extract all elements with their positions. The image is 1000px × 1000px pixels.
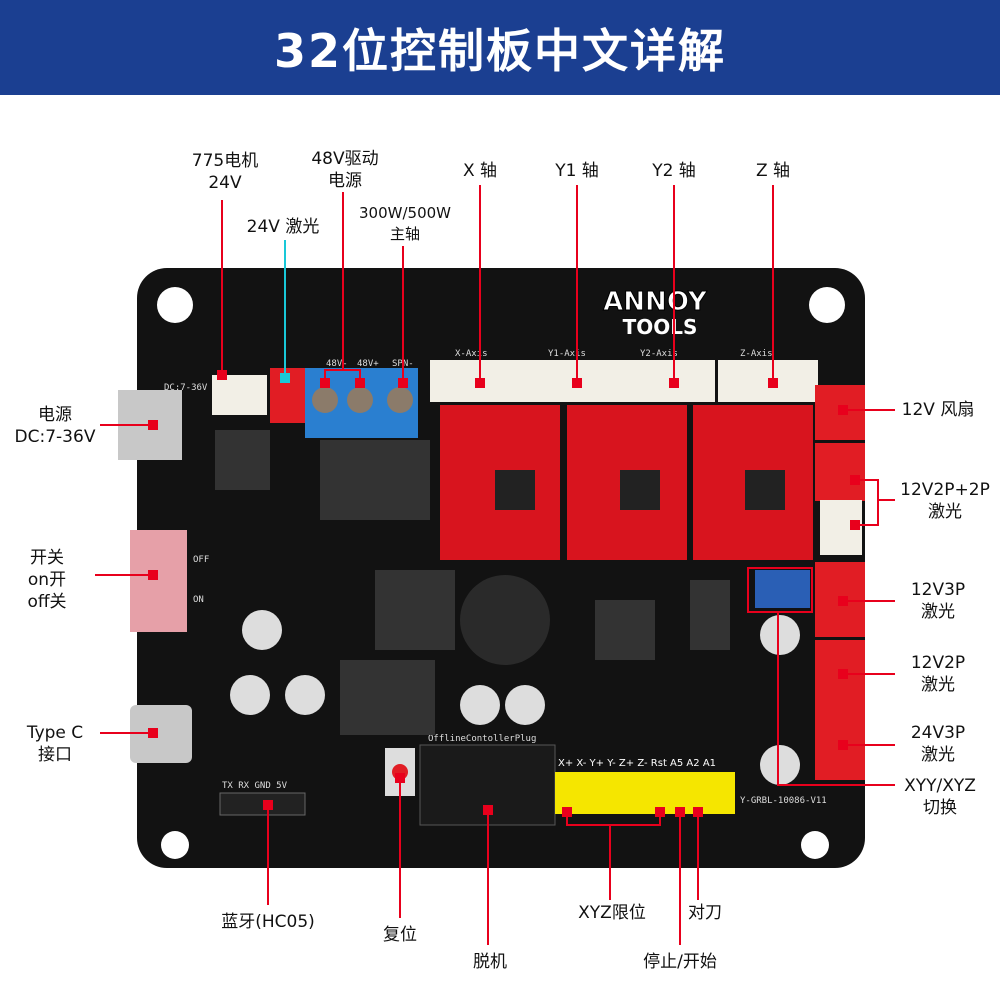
limit-pin-header: [555, 772, 735, 814]
bluetooth-header: [219, 792, 306, 816]
label-bluetooth: 蓝牙(HC05): [221, 912, 315, 932]
svg-text:X-Axis: X-Axis: [455, 349, 488, 359]
header-banner: 32位控制板中文详解: [0, 0, 1000, 95]
svg-text:Y2-Axis: Y2-Axis: [640, 349, 678, 359]
label-offline: 脱机: [473, 952, 507, 972]
laser-callout-dot: [280, 373, 290, 383]
xyy-jumper: [755, 570, 810, 608]
label-y1-axis: Y1 轴: [555, 161, 599, 181]
label-probe: 对刀: [688, 903, 722, 923]
svg-text:Y-GRBL-10086-V11: Y-GRBL-10086-V11: [740, 796, 827, 806]
right-connectors: [815, 385, 865, 780]
label-fan12: 12V 风扇: [901, 400, 975, 420]
svg-text:OFF: OFF: [193, 555, 209, 565]
capacitors: [230, 610, 800, 785]
svg-text:48V+: 48V+: [357, 359, 379, 369]
callout-dots: [148, 370, 860, 817]
svg-text:X+ X- Y+ Y- Z+ Z- Rst A5 A2 A1: X+ X- Y+ Y- Z+ Z- Rst A5 A2 A1: [558, 758, 716, 769]
limit-labels: X+ X- Y+ Y- Z+ Z- Rst A5 A2 A1: [558, 758, 716, 769]
svg-text:ON: ON: [193, 595, 204, 605]
svg-text:Y1-Axis: Y1-Axis: [548, 349, 586, 359]
svg-text:Z-Axis: Z-Axis: [740, 349, 773, 359]
label-reset: 复位: [383, 925, 417, 945]
svg-text:TX RX GND 5V: TX RX GND 5V: [222, 781, 288, 791]
label-xyz-limit: XYZ限位: [578, 903, 646, 923]
svg-text:DC:7-36V: DC:7-36V: [164, 383, 208, 393]
power-switch: [130, 530, 187, 632]
stepper-drivers: [440, 405, 813, 560]
label-x-axis: X 轴: [462, 161, 498, 181]
label-z-axis: Z 轴: [755, 161, 791, 181]
terminal-screws: [312, 387, 413, 413]
label-laser24: 24V 激光: [246, 217, 320, 237]
page-title: 32位控制板中文详解: [273, 23, 726, 78]
label-y2-axis: Y2 轴: [652, 161, 696, 181]
label-drive48: 48V驱动电源: [311, 149, 379, 191]
callout-lines: [95, 185, 895, 945]
mounting-holes: [157, 287, 845, 859]
svg-text:OfflineContollerPlug: OfflineContollerPlug: [428, 734, 536, 744]
label-stop-start: 停止/开始: [643, 952, 717, 972]
svg-text:48V-: 48V-: [326, 359, 348, 369]
inductor: [460, 575, 550, 665]
chips: [215, 430, 730, 735]
brand-logo-2: TOOLS: [623, 315, 698, 339]
brand-logo: ANNOY: [603, 287, 708, 317]
typec-port: [130, 705, 192, 763]
